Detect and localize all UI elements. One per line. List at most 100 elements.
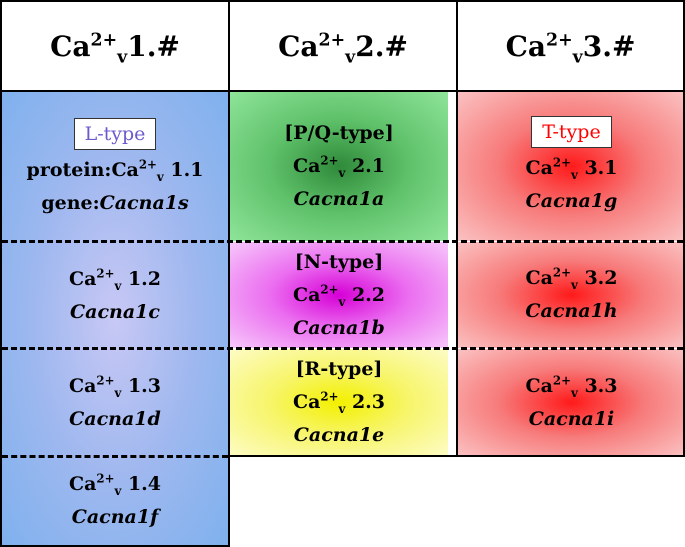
cell-cav2-3: [R-type] Ca2+v 2.3 Cacna1e (230, 349, 448, 456)
header-cav3-sup: 2+ (546, 30, 573, 51)
cav2-1-gene: Cacna1a (293, 188, 385, 210)
header-cav3-base: Ca (505, 29, 546, 63)
cav2-3-num: 2.3 (351, 391, 385, 413)
gene-prefix: gene: (41, 192, 100, 214)
cav1-2-gene: Cacna1c (70, 301, 160, 323)
cav2-2-gene: Cacna1b (293, 316, 385, 339)
cav2-1-num: 2.1 (351, 155, 385, 177)
cav2-2-base: Ca (292, 283, 321, 306)
header-cav2-sub: v (345, 47, 356, 68)
n-type-label: [N-type] (294, 250, 384, 273)
cav1-4-sup: 2+ (96, 471, 115, 486)
cav1-3-sub: v (114, 385, 122, 400)
header-cav3: Ca2+v3.# (456, 0, 685, 92)
cav1-1-num: 1.1 (170, 159, 204, 181)
cav3-2-protein: Ca2+v 3.2 (525, 262, 617, 295)
cav3-2-num: 3.2 (584, 267, 618, 289)
cav3-1-sub: v (570, 167, 578, 182)
protein-prefix: protein: (26, 159, 112, 181)
cav3-3-gene: Cacna1i (528, 407, 615, 430)
header-cav2-sup: 2+ (318, 30, 346, 51)
dashed-separator-row2 (2, 347, 683, 350)
cav3-1-protein: Ca2+v 3.1 (525, 152, 617, 185)
cav1-2-sup: 2+ (96, 266, 115, 281)
cav3-2-sup: 2+ (552, 265, 571, 280)
cav2-1-sub: v (338, 165, 346, 180)
dashed-separator-row1 (2, 240, 683, 243)
cell-cav1-1: L-type protein:Ca2+v 1.1 gene:Cacna1s (0, 96, 230, 242)
cav2-1-protein: Ca2+v 2.1 (293, 150, 385, 183)
cav3-3-sup: 2+ (552, 373, 571, 388)
cav3-1-sup: 2+ (552, 155, 571, 170)
cav1-1-gene: Cacna1s (99, 192, 189, 214)
cav2-2-sub: v (338, 294, 346, 309)
cav3-2-gene: Cacna1h (525, 300, 618, 322)
header-cav3-tail: 3.# (582, 29, 636, 63)
cell-cav3-1: T-type Ca2+v 3.1 Cacna1g (458, 92, 685, 241)
cell-cav2-1: [P/Q-type] Ca2+v 2.1 Cacna1a (230, 92, 448, 241)
cav1-2-num: 1.2 (127, 268, 161, 290)
cav1-1-sub: v (156, 169, 164, 184)
cav2-3-gene: Cacna1e (293, 424, 385, 446)
col3-right-border (683, 92, 685, 456)
cav1-2-protein: Ca2+v 1.2 (69, 263, 161, 296)
cav3-1-base: Ca (525, 156, 553, 179)
cav1-4-base: Ca (68, 473, 97, 495)
cav2-1-base: Ca (292, 155, 321, 177)
col2-right-border (456, 92, 458, 456)
header-cav3-sub: v (572, 47, 583, 68)
cav1-4-protein: Ca2+v 1.4 (69, 468, 161, 501)
pq-type-label: [P/Q-type] (284, 122, 394, 144)
cav3-3-base: Ca (525, 374, 553, 397)
header-cav1-sup: 2+ (90, 30, 118, 51)
col2-left-border (228, 92, 230, 547)
col2-3-bottom-border (228, 455, 685, 457)
header-cav2: Ca2+v2.# (228, 0, 458, 92)
cav2-2-num: 2.2 (351, 283, 385, 306)
dashed-separator-row3 (2, 455, 228, 458)
header-cav1-tail: 1.# (127, 29, 180, 63)
cell-cav1-4: Ca2+v 1.4 Cacna1f (0, 457, 230, 545)
cav3-3-num: 3.3 (584, 374, 618, 397)
cav1-3-protein: Ca2+v 1.3 (69, 370, 161, 403)
cav3-1-num: 3.1 (584, 156, 618, 179)
cav1-1-sup: 2+ (138, 157, 157, 172)
cell-cav3-2: Ca2+v 3.2 Cacna1h (458, 242, 685, 348)
cav1-3-sup: 2+ (96, 373, 115, 388)
header-cav2-tail: 2.# (355, 29, 408, 63)
t-type-tag: T-type (531, 115, 612, 148)
cav3-2-sub: v (570, 277, 578, 292)
cav1-1-base: Ca (111, 159, 139, 181)
cav1-1-protein: protein:Ca2+v 1.1 (27, 154, 204, 187)
cell-cav2-2: [N-type] Ca2+v 2.2 Cacna1b (230, 242, 448, 348)
cav3-2-base: Ca (525, 267, 553, 289)
header-cav1-sub: v (117, 47, 128, 68)
cav2-1-sup: 2+ (320, 153, 339, 168)
cav1-2-base: Ca (68, 268, 97, 290)
cav1-3-num: 1.3 (127, 375, 161, 397)
cav2-3-sup: 2+ (320, 389, 339, 404)
cav1-3-gene: Cacna1d (69, 408, 161, 430)
cell-cav3-3: Ca2+v 3.3 Cacna1i (458, 349, 685, 456)
cav2-2-sup: 2+ (320, 282, 339, 297)
header-cav2-base: Ca (278, 29, 319, 63)
cav1-4-gene: Cacna1f (71, 506, 159, 528)
cav2-2-protein: Ca2+v 2.2 (293, 279, 385, 312)
cav1-4-num: 1.4 (127, 473, 161, 495)
r-type-label: [R-type] (295, 358, 383, 380)
column-cav1 (0, 92, 230, 547)
header-cav1-base: Ca (50, 29, 91, 63)
cav2-3-protein: Ca2+v 2.3 (293, 386, 385, 419)
cav1-4-sub: v (114, 483, 122, 498)
cell-cav1-3: Ca2+v 1.3 Cacna1d (0, 350, 230, 456)
cav2-3-base: Ca (292, 391, 321, 413)
header-cav1: Ca2+v1.# (0, 0, 230, 92)
cav3-3-sub: v (570, 385, 578, 400)
cav3-1-gene: Cacna1g (525, 189, 618, 212)
l-type-tag: L-type (73, 118, 157, 150)
cav1-1-gene-line: gene:Cacna1s (41, 187, 188, 220)
cav1-2-sub: v (114, 278, 122, 293)
cav3-3-protein: Ca2+v 3.3 (525, 370, 617, 403)
cav2-3-sub: v (338, 401, 346, 416)
